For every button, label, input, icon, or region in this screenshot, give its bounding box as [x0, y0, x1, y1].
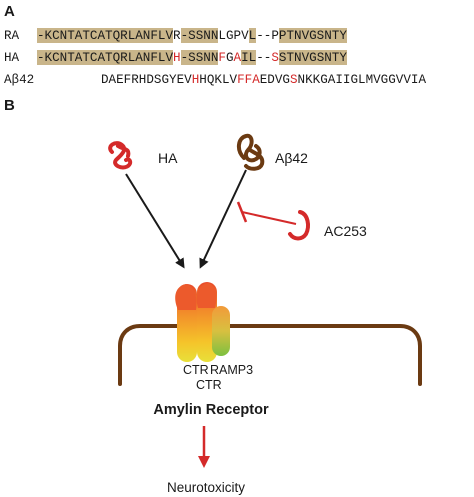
ramp3-subunit	[212, 306, 230, 356]
ac253-label: AC253	[324, 223, 367, 239]
sequence-name: Aβ42	[4, 73, 35, 87]
ctr-extracellular-domain-1	[175, 284, 197, 310]
ha-arrow	[125, 173, 185, 269]
abeta42-peptide-icon	[237, 133, 265, 171]
outcome-label: Neurotoxicity	[167, 480, 245, 495]
variant-residue: A	[233, 51, 242, 65]
sequence-segment: IL	[241, 51, 257, 65]
inhibition-line	[241, 211, 297, 225]
variant-residue: H	[173, 51, 181, 65]
ha-peptide-icon	[108, 141, 133, 170]
sequence-segment: -SSNN	[180, 51, 219, 65]
receptor-title: Amylin Receptor	[153, 402, 269, 418]
variant-residue: S	[271, 51, 279, 65]
sequence-row-abeta42: Aβ42 DAEFRHDSGYEVHHQKLVFFAEDVGSNKKGAIIGL…	[4, 71, 470, 89]
panel-b-label: B	[4, 97, 15, 114]
alignment-highlight	[37, 28, 174, 43]
sequence-segment: NKKGAIIGLMVGGVVIA	[297, 73, 427, 87]
ac253-peptide-icon	[288, 210, 310, 241]
sequence-segment: PTNVGSNTY	[278, 29, 347, 43]
sequence-segment: G	[225, 51, 234, 65]
alignment-highlight	[278, 28, 347, 43]
sequence-name: HA	[4, 51, 20, 65]
sequence-segment: P	[271, 29, 279, 43]
sequence-segment: -SSNN	[180, 29, 219, 43]
variant-residue: H	[191, 73, 200, 87]
sequence-segment: -KCNTATCATQRLANFLV	[37, 29, 174, 43]
variant-residue: A	[252, 73, 260, 87]
alignment-highlight	[180, 50, 219, 65]
ctr-label-2: CTR	[196, 378, 222, 392]
cell-membrane	[118, 324, 422, 386]
sequence-segment: R	[173, 29, 181, 43]
ctr-label-1: CTR	[183, 363, 209, 377]
sequence-residues: DAEFRHDSGYEVHHQKLVFFAEDVGSNKKGAIIGLMVGGV…	[101, 71, 426, 89]
ramp3-label: RAMP3	[210, 363, 253, 377]
alignment-highlight	[37, 50, 174, 65]
abeta42-label: Aβ42	[275, 150, 308, 166]
alignment-highlight	[241, 50, 257, 65]
variant-residue: F	[218, 51, 226, 65]
sequence-name: RA	[4, 29, 20, 43]
alignment-highlight	[248, 28, 257, 43]
sequence-segment: --	[256, 29, 272, 43]
variant-residue: FF	[237, 73, 253, 87]
alignment-highlight	[278, 50, 347, 65]
variant-residue: S	[289, 73, 298, 87]
ha-label: HA	[158, 150, 178, 166]
ctr-extracellular-domain-2	[196, 283, 217, 308]
sequence-segment: STNVGSNTY	[278, 51, 347, 65]
sequence-segment: L	[248, 29, 257, 43]
sequence-segment: HQKLV	[199, 73, 238, 87]
abeta42-arrow	[199, 169, 247, 269]
alignment-highlight	[180, 28, 219, 43]
inhibition-bar	[236, 201, 248, 223]
sequence-segment: LGPV	[218, 29, 249, 43]
sequence-segment: -KCNTATCATQRLANFLV	[37, 51, 174, 65]
sequence-segment: --	[256, 51, 272, 65]
panel-a-label: A	[4, 3, 15, 20]
sequence-segment: DAEFRHDSGYEV	[101, 73, 192, 87]
sequence-segment: EDVG	[259, 73, 290, 87]
